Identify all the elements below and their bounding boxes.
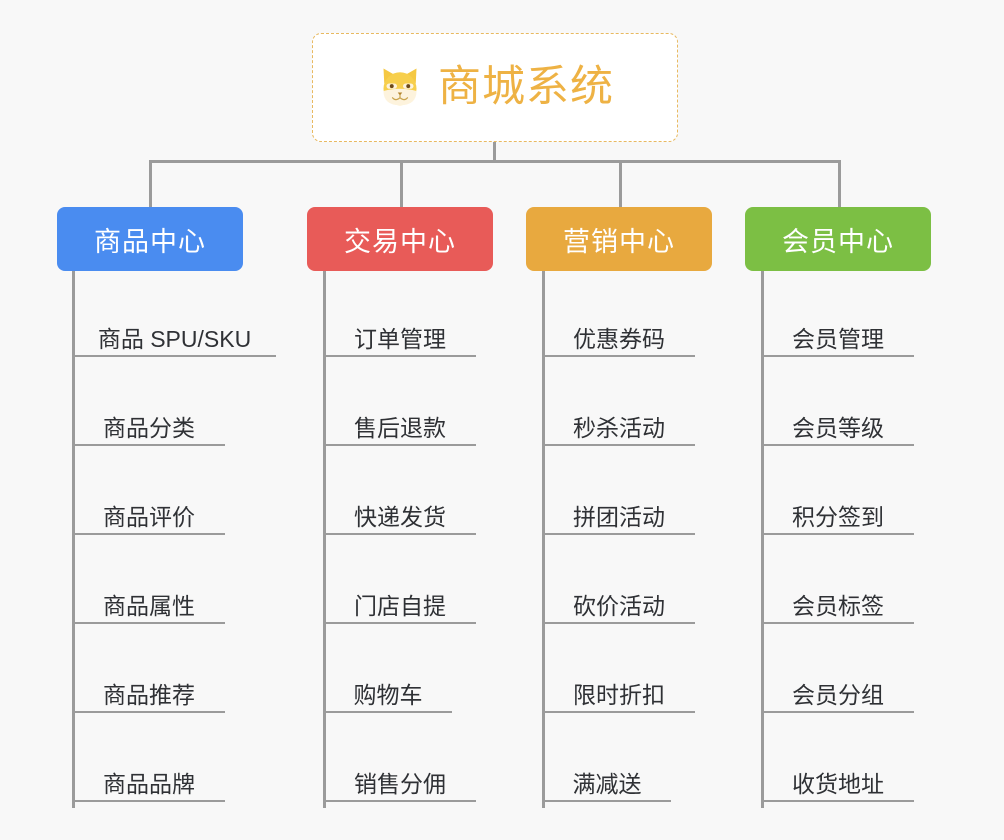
leaf-label: 门店自提 <box>354 592 446 619</box>
branch-trunk-4 <box>761 271 764 808</box>
leaf-item[interactable]: 商品属性 <box>73 580 225 624</box>
leaf-label: 商品分类 <box>103 414 195 441</box>
leaf-item[interactable]: 限时折扣 <box>543 669 695 713</box>
category-box-1[interactable]: 商品中心 <box>57 207 243 271</box>
leaf-label: 会员分组 <box>792 681 884 708</box>
leaf-item[interactable]: 满减送 <box>543 758 671 802</box>
leaf-label: 商品品牌 <box>103 770 195 797</box>
leaf-item[interactable]: 门店自提 <box>324 580 476 624</box>
leaf-item[interactable]: 砍价活动 <box>543 580 695 624</box>
leaf-label: 商品属性 <box>103 592 195 619</box>
leaf-label: 商品评价 <box>103 503 195 530</box>
connector-drop-4 <box>838 160 841 208</box>
branch-trunk-3 <box>542 271 545 808</box>
leaf-label: 售后退款 <box>354 414 446 441</box>
leaf-item[interactable]: 商品 SPU/SKU <box>73 313 276 357</box>
leaf-item[interactable]: 商品推荐 <box>73 669 225 713</box>
category-box-2[interactable]: 交易中心 <box>307 207 493 271</box>
leaf-label: 订单管理 <box>354 325 446 352</box>
branch-trunk-2 <box>323 271 326 808</box>
leaf-label: 会员管理 <box>792 325 884 352</box>
leaf-label: 收货地址 <box>792 770 884 797</box>
category-label-3: 营销中心 <box>563 226 675 257</box>
category-box-4[interactable]: 会员中心 <box>745 207 931 271</box>
leaf-label: 限时折扣 <box>573 681 665 708</box>
branch-trunk-1 <box>72 271 75 808</box>
root-title: 商城系统 <box>438 63 614 111</box>
leaf-item[interactable]: 购物车 <box>324 669 452 713</box>
connector-drop-3 <box>619 160 622 208</box>
leaf-item[interactable]: 快递发货 <box>324 491 476 535</box>
leaf-item[interactable]: 会员分组 <box>762 669 914 713</box>
leaf-item[interactable]: 拼团活动 <box>543 491 695 535</box>
category-label-2: 交易中心 <box>344 226 456 257</box>
leaf-label: 拼团活动 <box>573 503 665 530</box>
leaf-item[interactable]: 售后退款 <box>324 402 476 446</box>
leaf-label: 会员标签 <box>792 592 884 619</box>
category-box-3[interactable]: 营销中心 <box>526 207 712 271</box>
leaf-label: 快递发货 <box>354 503 446 530</box>
leaf-item[interactable]: 商品品牌 <box>73 758 225 802</box>
root-node[interactable]: 商城系统 <box>312 33 678 142</box>
leaf-item[interactable]: 销售分佣 <box>324 758 476 802</box>
leaf-item[interactable]: 订单管理 <box>324 313 476 357</box>
connector-drop-2 <box>400 160 403 208</box>
category-label-4: 会员中心 <box>782 226 894 257</box>
leaf-label: 销售分佣 <box>354 770 446 797</box>
connector-horizontal-bus <box>149 160 841 163</box>
shiba-dog-face-icon <box>383 68 417 105</box>
leaf-label: 会员等级 <box>792 414 884 441</box>
leaf-label: 砍价活动 <box>573 592 665 619</box>
leaf-item[interactable]: 会员等级 <box>762 402 914 446</box>
leaf-item[interactable]: 收货地址 <box>762 758 914 802</box>
leaf-label: 积分签到 <box>792 503 884 530</box>
leaf-label: 购物车 <box>353 681 423 708</box>
leaf-item[interactable]: 秒杀活动 <box>543 402 695 446</box>
leaf-item[interactable]: 优惠券码 <box>543 313 695 357</box>
leaf-item[interactable]: 商品评价 <box>73 491 225 535</box>
leaf-item[interactable]: 会员管理 <box>762 313 914 357</box>
leaf-label: 秒杀活动 <box>573 414 665 441</box>
connector-root-stem <box>493 142 496 162</box>
connector-drop-1 <box>149 160 152 208</box>
leaf-label: 商品推荐 <box>103 681 195 708</box>
leaf-label: 满减送 <box>572 770 642 797</box>
leaf-label: 优惠券码 <box>573 325 665 352</box>
category-label-1: 商品中心 <box>94 226 206 257</box>
leaf-item[interactable]: 商品分类 <box>73 402 225 446</box>
leaf-item[interactable]: 积分签到 <box>762 491 914 535</box>
leaf-label: 商品 SPU/SKU <box>97 325 252 352</box>
leaf-item[interactable]: 会员标签 <box>762 580 914 624</box>
